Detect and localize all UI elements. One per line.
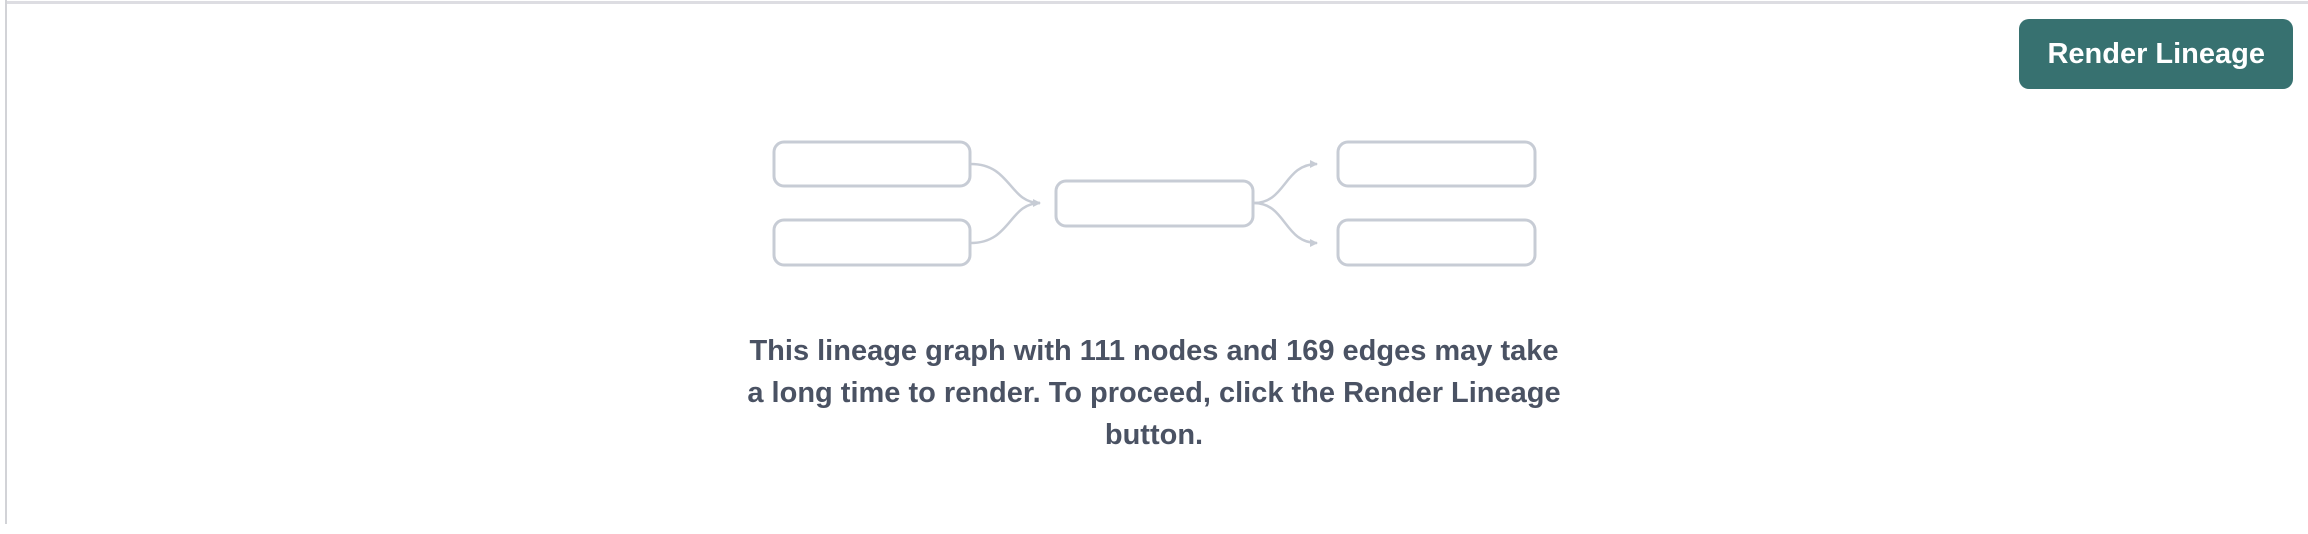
placeholder-node	[1336, 218, 1537, 267]
render-lineage-button[interactable]: Render Lineage	[2019, 19, 2293, 89]
lineage-graph-placeholder-icon	[772, 140, 1537, 267]
placeholder-node	[772, 140, 972, 188]
lineage-warning-message: This lineage graph with 111 nodes and 16…	[747, 335, 1561, 451]
placeholder-node	[1054, 179, 1255, 228]
panel-left-border	[5, 0, 7, 524]
lineage-empty-state: This lineage graph with 111 nodes and 16…	[0, 140, 2308, 456]
placeholder-node	[1336, 140, 1537, 188]
panel-top-border	[7, 1, 2308, 4]
placeholder-node	[772, 218, 972, 267]
